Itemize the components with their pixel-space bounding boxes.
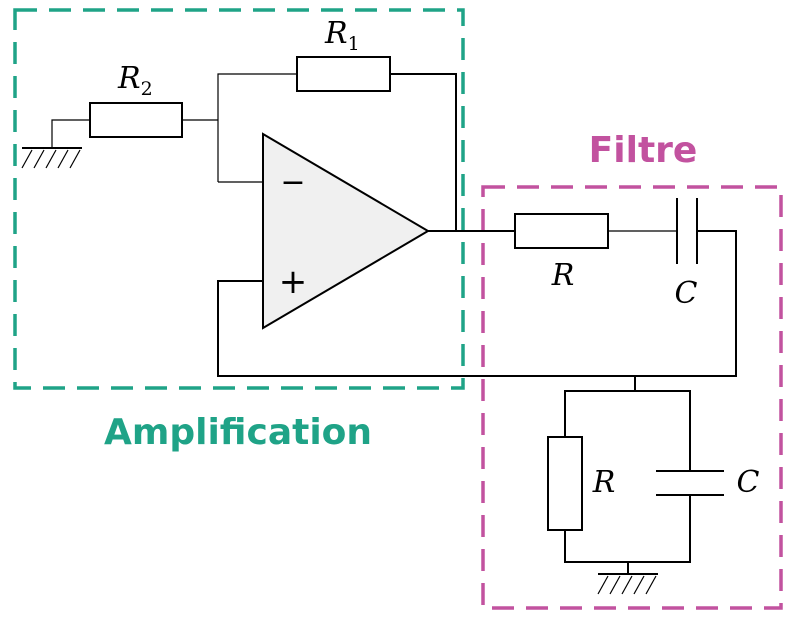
wire-c-feedback: [217, 230, 737, 377]
label-r-series: R: [551, 258, 575, 293]
filtre-label: Filtre: [589, 130, 698, 171]
amplification-label: Amplification: [104, 412, 372, 453]
wire-ground-r2: [51, 119, 90, 148]
opamp-minus-symbol: −: [280, 165, 305, 200]
amplification-group-box: [13, 8, 465, 390]
label-c-parallel: C: [737, 465, 760, 500]
ground-left-symbol: [21, 147, 82, 169]
wire-parallel-top: [564, 376, 636, 437]
label-r2: R2: [117, 61, 153, 100]
label-c-series: C: [675, 276, 698, 311]
wire-parallel-top-c: [635, 390, 691, 471]
wire-r1-output: [390, 73, 457, 231]
resistor-r-parallel: [547, 436, 583, 531]
ground-right-symbol: [597, 573, 658, 595]
opamp-body: [262, 132, 430, 330]
resistor-r1: [296, 56, 391, 92]
wire-node-r1: [217, 73, 297, 182]
resistor-r-series: [514, 213, 609, 249]
filtre-group-box: [481, 185, 783, 610]
label-r-parallel: R: [592, 465, 616, 500]
resistor-r2: [89, 102, 183, 138]
opamp-plus-symbol: +: [279, 262, 308, 302]
label-r1: R1: [324, 16, 360, 55]
wire-parallel-bottom: [564, 495, 691, 563]
